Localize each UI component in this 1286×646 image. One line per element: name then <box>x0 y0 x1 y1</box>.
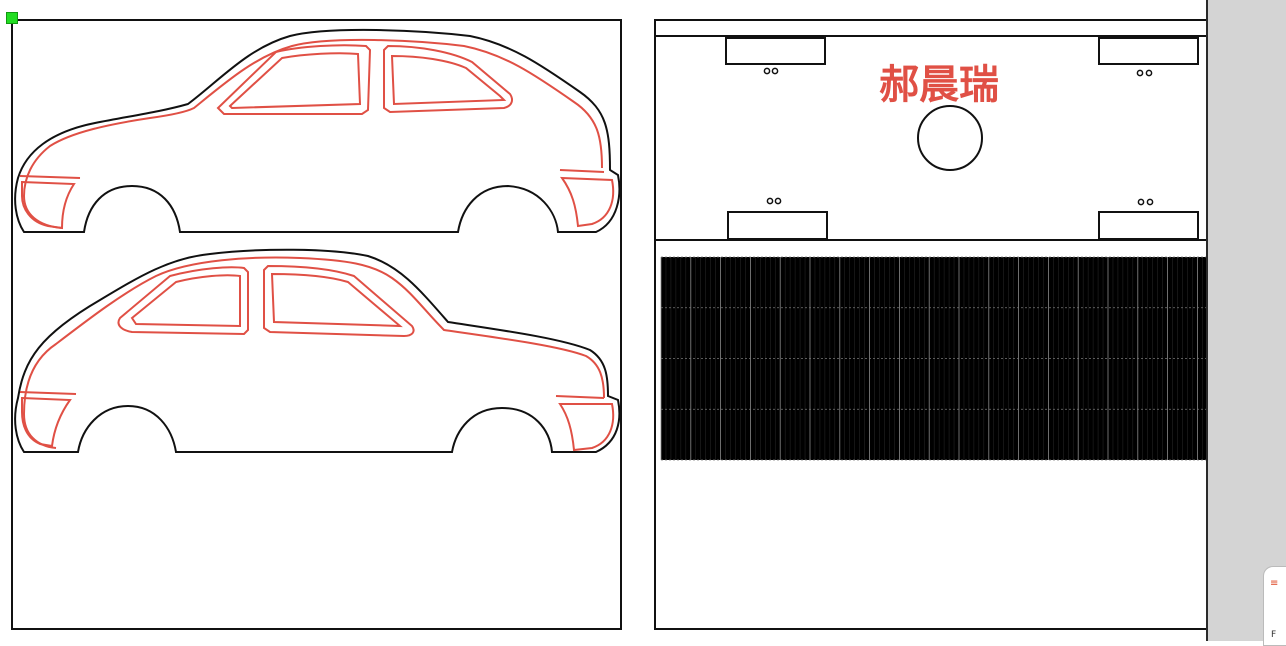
left-artboard-frame <box>11 19 622 630</box>
car-bottom-front-bumper <box>21 396 72 448</box>
car-bottom-rear-window-outer <box>263 264 415 338</box>
car-top-rear-window-outer <box>383 44 513 114</box>
side-panel-card-glyph: ≡ <box>1270 578 1279 589</box>
car-bottom-rear-window-inner <box>270 272 403 328</box>
car-bottom-front-cut <box>19 391 77 395</box>
brand-text[interactable]: 郝晨瑞 <box>879 62 999 108</box>
car-top-rear-cut <box>559 169 605 173</box>
car-top-rear-bumper <box>559 176 615 228</box>
car-bottom-rear-cut <box>555 395 605 399</box>
mount-tab-top-right[interactable] <box>1098 37 1199 65</box>
grid-block-lines <box>660 256 1258 461</box>
mount-tab-bottom-right[interactable] <box>1098 211 1199 240</box>
car-top-rear-window-inner <box>390 54 507 106</box>
double-hole-icon <box>1136 69 1153 77</box>
car-top-front-bumper <box>21 180 76 230</box>
mount-tab-bottom-left[interactable] <box>727 211 828 240</box>
car-bottom[interactable] <box>14 248 621 453</box>
double-hole-icon <box>1137 198 1154 206</box>
grid-block[interactable] <box>660 256 1258 461</box>
car-top-front-cut <box>19 175 81 179</box>
car-top-front-window-outer <box>216 44 372 115</box>
side-panel[interactable] <box>1208 0 1286 641</box>
car-bottom-cut-line <box>22 256 605 449</box>
car-bottom-front-window-inner <box>130 274 241 328</box>
mount-tab-top-left[interactable] <box>725 37 826 65</box>
car-bottom-front-window-outer <box>117 266 249 336</box>
double-hole-icon <box>763 67 779 75</box>
square-handle-icon[interactable] <box>6 12 18 24</box>
center-hole[interactable] <box>917 105 983 171</box>
car-top-front-window-inner <box>228 52 362 110</box>
car-top-body-outline <box>14 28 621 233</box>
car-bottom-body-outline <box>14 248 621 453</box>
car-top-cut-line <box>22 38 603 229</box>
car-bottom-rear-bumper <box>558 403 615 452</box>
side-panel-card[interactable]: ≡ F <box>1263 566 1286 646</box>
car-top[interactable] <box>14 28 621 233</box>
side-panel-card-label: F <box>1271 630 1277 640</box>
double-hole-icon <box>766 197 782 205</box>
